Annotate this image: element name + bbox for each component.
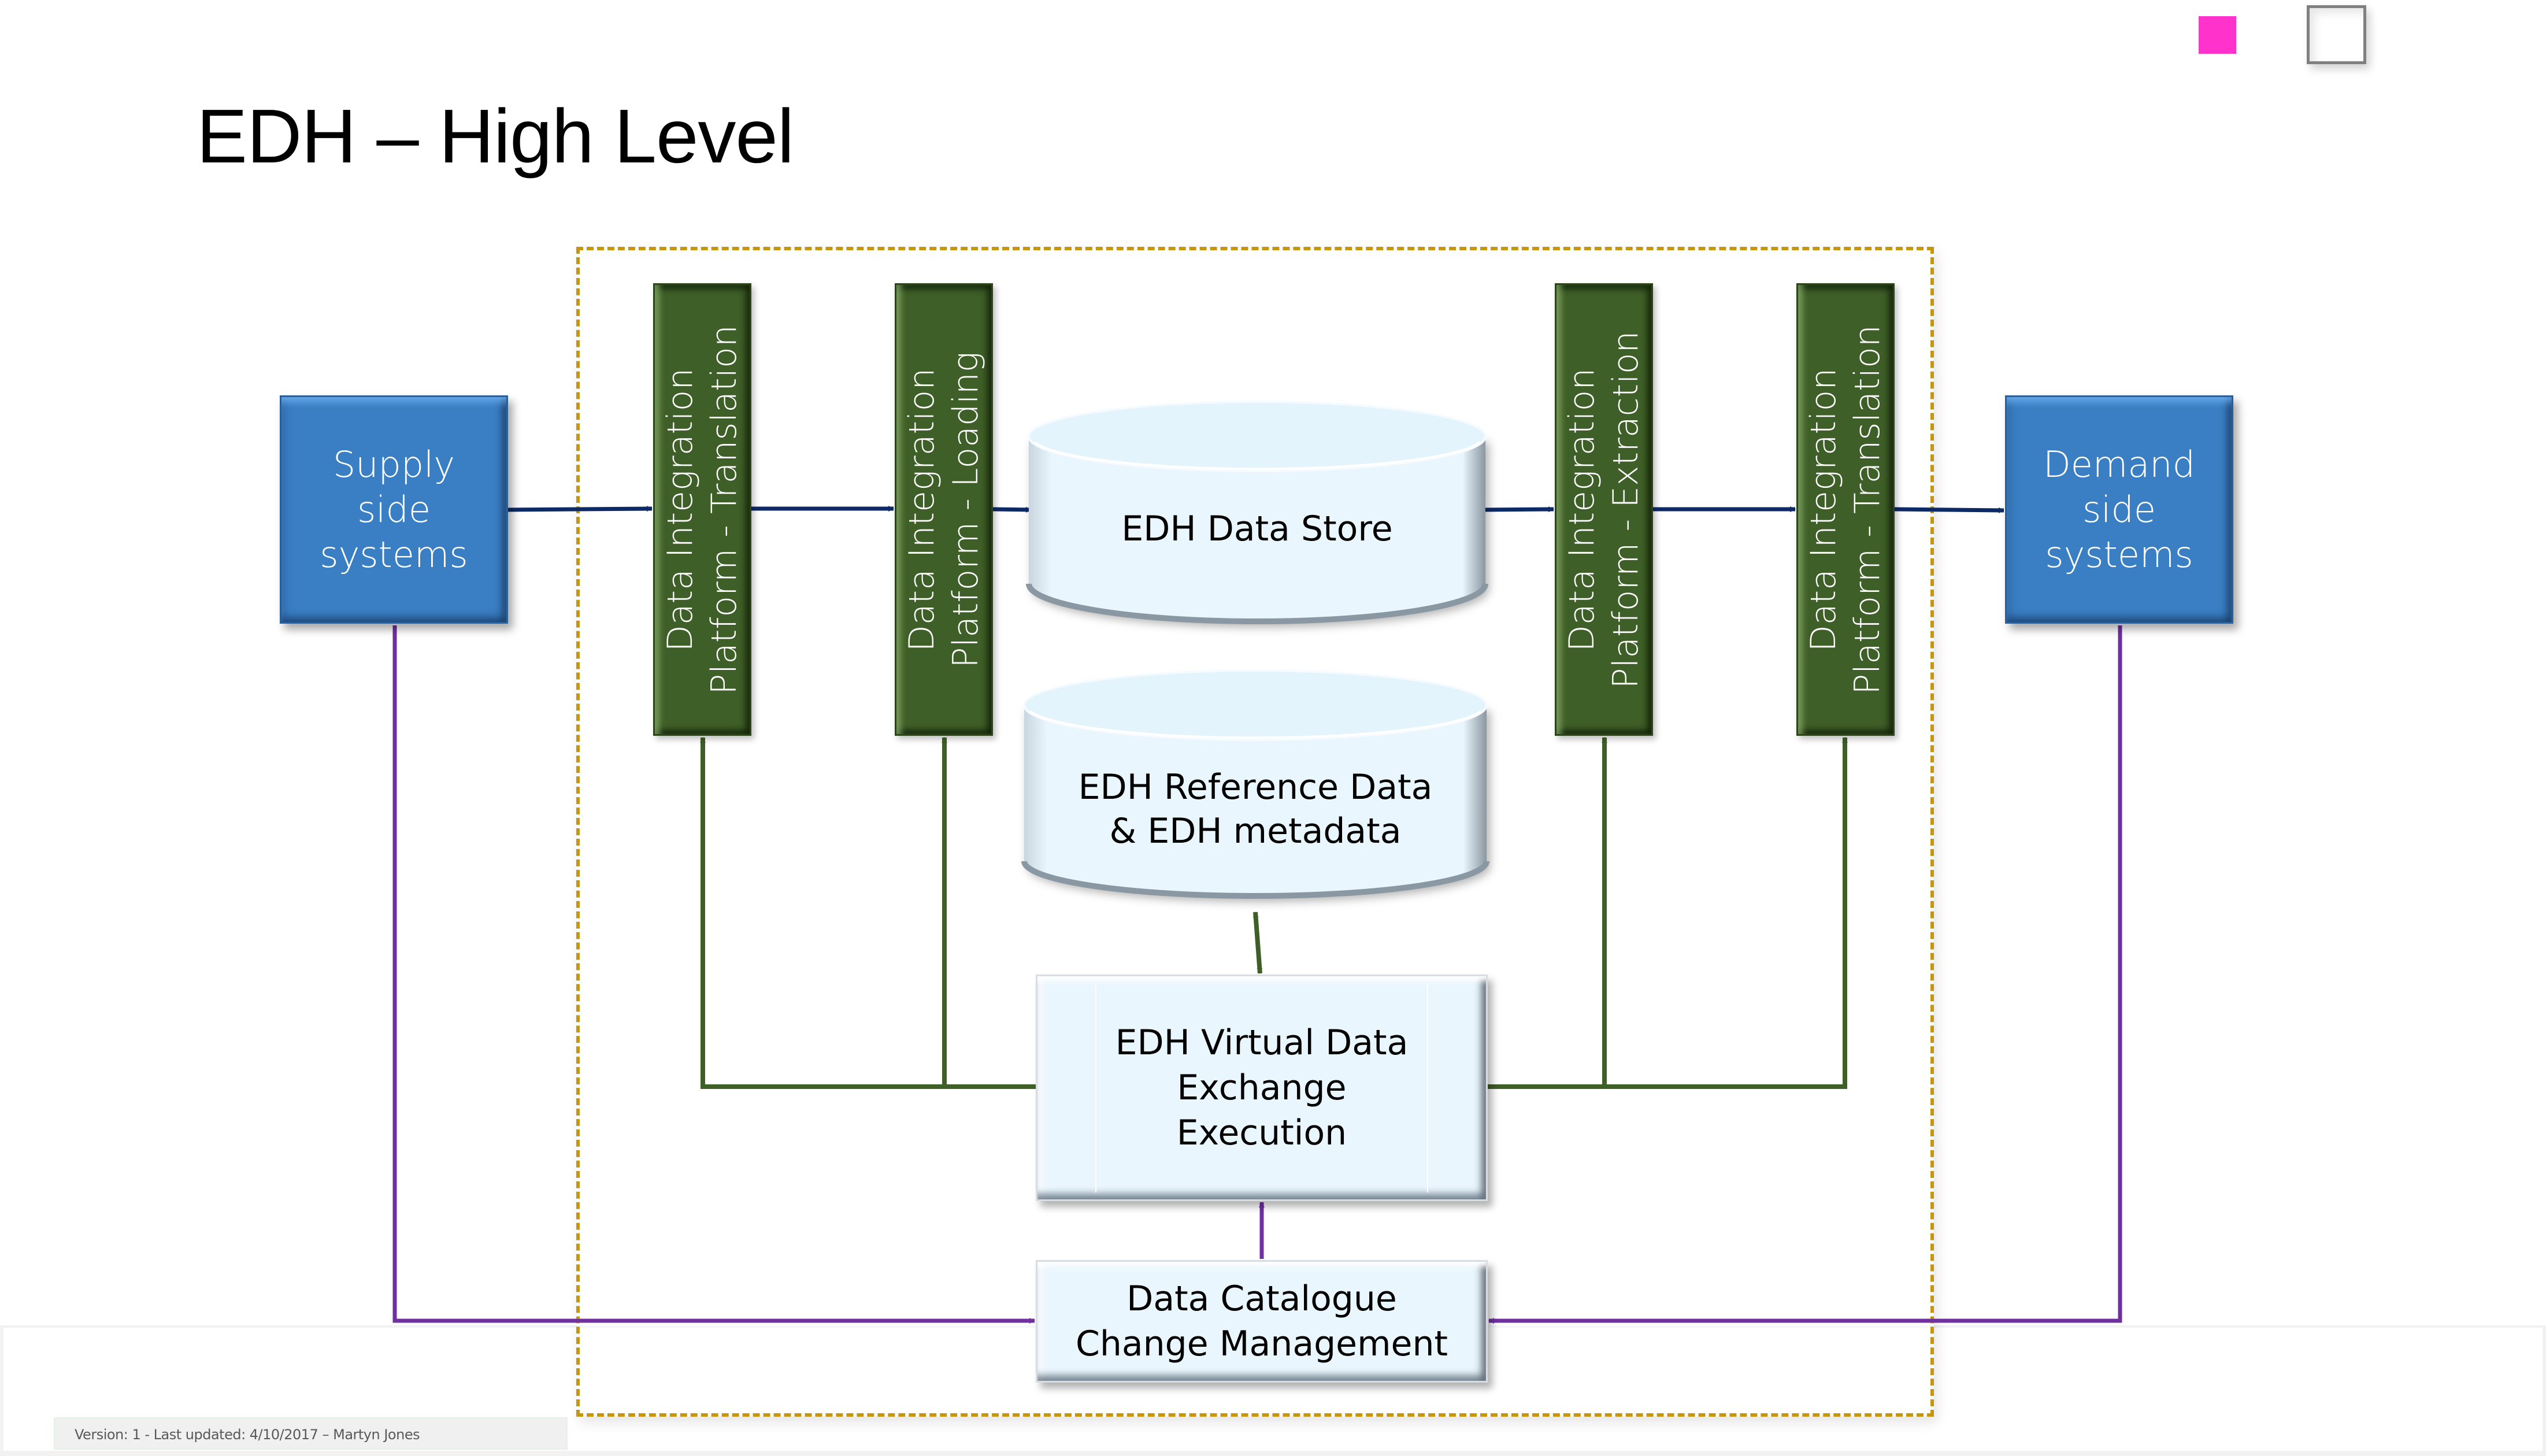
database-cylinder-icon: [1026, 401, 1488, 624]
color-swatch-icon: [2199, 16, 2236, 54]
version-footer: Version: 1 - Last updated: 4/10/2017 – M…: [54, 1417, 568, 1450]
edh-reference-data-cylinder[interactable]: EDH Reference Data & EDH metadata: [1021, 669, 1489, 902]
edh-reference-data-label: EDH Reference Data & EDH metadata: [1078, 767, 1433, 851]
demand-side-systems-box[interactable]: Demand side systems: [2005, 395, 2233, 624]
dip-translation-inbound-label: Data Integration Platform - Translation: [660, 324, 744, 695]
dip-translation-outbound-label: Data Integration Platform - Translation: [1803, 324, 1888, 695]
dip-extraction-label: Data Integration Platform - Extraction: [1562, 330, 1646, 689]
dip-loading-label: Data Integration Platform - Loading: [902, 351, 986, 668]
edh-data-store-cylinder[interactable]: EDH Data Store: [1026, 401, 1488, 627]
edh-data-store-label: EDH Data Store: [1121, 509, 1393, 549]
dip-extraction-bar[interactable]: Data Integration Platform - Extraction: [1555, 283, 1653, 736]
dip-loading-bar[interactable]: Data Integration Platform - Loading: [895, 283, 993, 736]
database-cylinder-icon: [1021, 669, 1489, 899]
edh-virtual-data-exchange-label: EDH Virtual Data Exchange Execution: [1115, 1022, 1409, 1153]
data-catalogue-change-management-label: Data Catalogue Change Management: [1075, 1279, 1448, 1364]
empty-checkbox-icon[interactable]: [2307, 5, 2366, 64]
demand-side-systems-label: Demand side systems: [2043, 443, 2195, 576]
data-catalogue-change-management-box[interactable]: Data Catalogue Change Management: [1036, 1260, 1488, 1383]
slide-title: EDH – High Level: [197, 94, 794, 179]
edh-virtual-data-exchange-box[interactable]: EDH Virtual Data Exchange Execution: [1036, 975, 1488, 1201]
dip-translation-inbound-bar[interactable]: Data Integration Platform - Translation: [653, 283, 751, 736]
supply-side-systems-box[interactable]: Supply side systems: [280, 395, 508, 624]
supply-side-systems-label: Supply side systems: [320, 443, 468, 576]
dip-translation-outbound-bar[interactable]: Data Integration Platform - Translation: [1796, 283, 1895, 736]
